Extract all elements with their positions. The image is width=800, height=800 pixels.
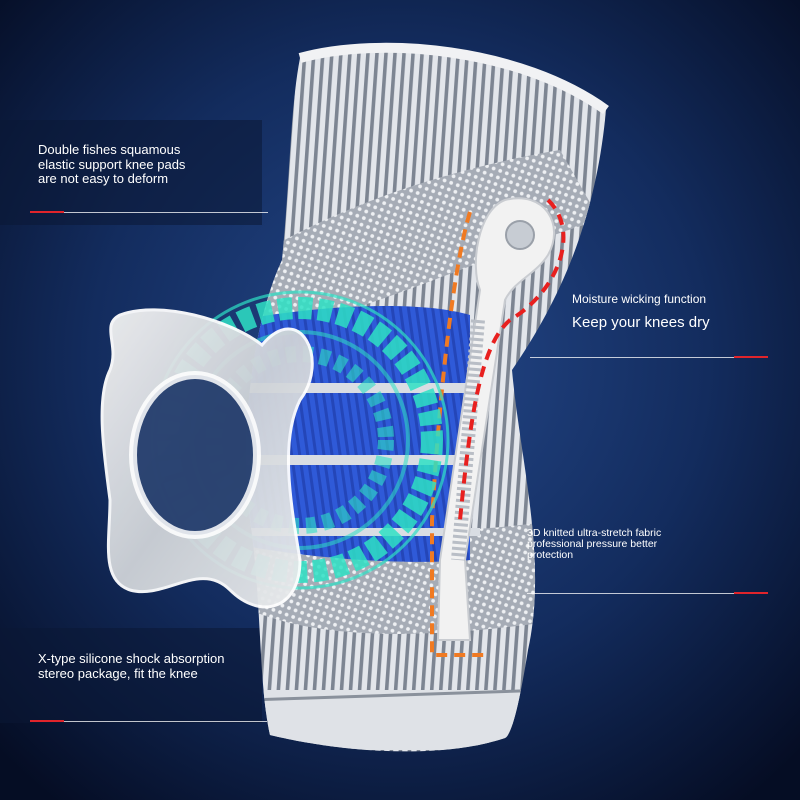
callout-small-text: Moisture wicking function: [572, 292, 707, 306]
callout-large-text: Keep your knees dry: [572, 314, 710, 332]
callout-double-fishes: Double fishes squamous elastic support k…: [38, 142, 186, 187]
pointer-line-right-lower: [527, 593, 768, 594]
callout-line: stereo package, fit the knee: [38, 665, 198, 681]
callout-line: are not easy to deform: [38, 171, 169, 187]
callout-x-type-silicone: X-type silicone shock absorption stereo …: [38, 651, 225, 681]
red-accent-top-left: [30, 211, 64, 213]
silicone-patella-pad: [100, 308, 314, 609]
callout-3d-knitted: 3D knitted ultra-stretch fabric professi…: [527, 527, 662, 562]
pointer-line-top-left: [30, 212, 268, 213]
dashed-outline-red: [458, 198, 566, 521]
callout-line: 3D knitted ultra-stretch fabric: [527, 527, 662, 539]
callout-moisture-wicking: Moisture wicking function Keep your knee…: [572, 292, 710, 332]
pointer-line-right-upper: [530, 357, 768, 358]
callout-line: professional pressure better: [527, 538, 658, 551]
red-accent-bottom-left: [30, 720, 64, 722]
callout-line: X-type silicone shock absorption: [38, 651, 225, 666]
callout-line: protection: [527, 549, 574, 562]
pointer-line-bottom-left: [30, 721, 267, 722]
red-accent-right-upper: [734, 356, 768, 358]
red-accent-right-lower: [734, 592, 768, 594]
callout-line: elastic support knee pads: [38, 156, 186, 172]
callout-line: Double fishes squamous: [38, 142, 181, 157]
callout-shade-left-bottom: [0, 628, 262, 723]
grip-band-upper: [250, 150, 600, 340]
callout-shade-left: [0, 120, 262, 225]
